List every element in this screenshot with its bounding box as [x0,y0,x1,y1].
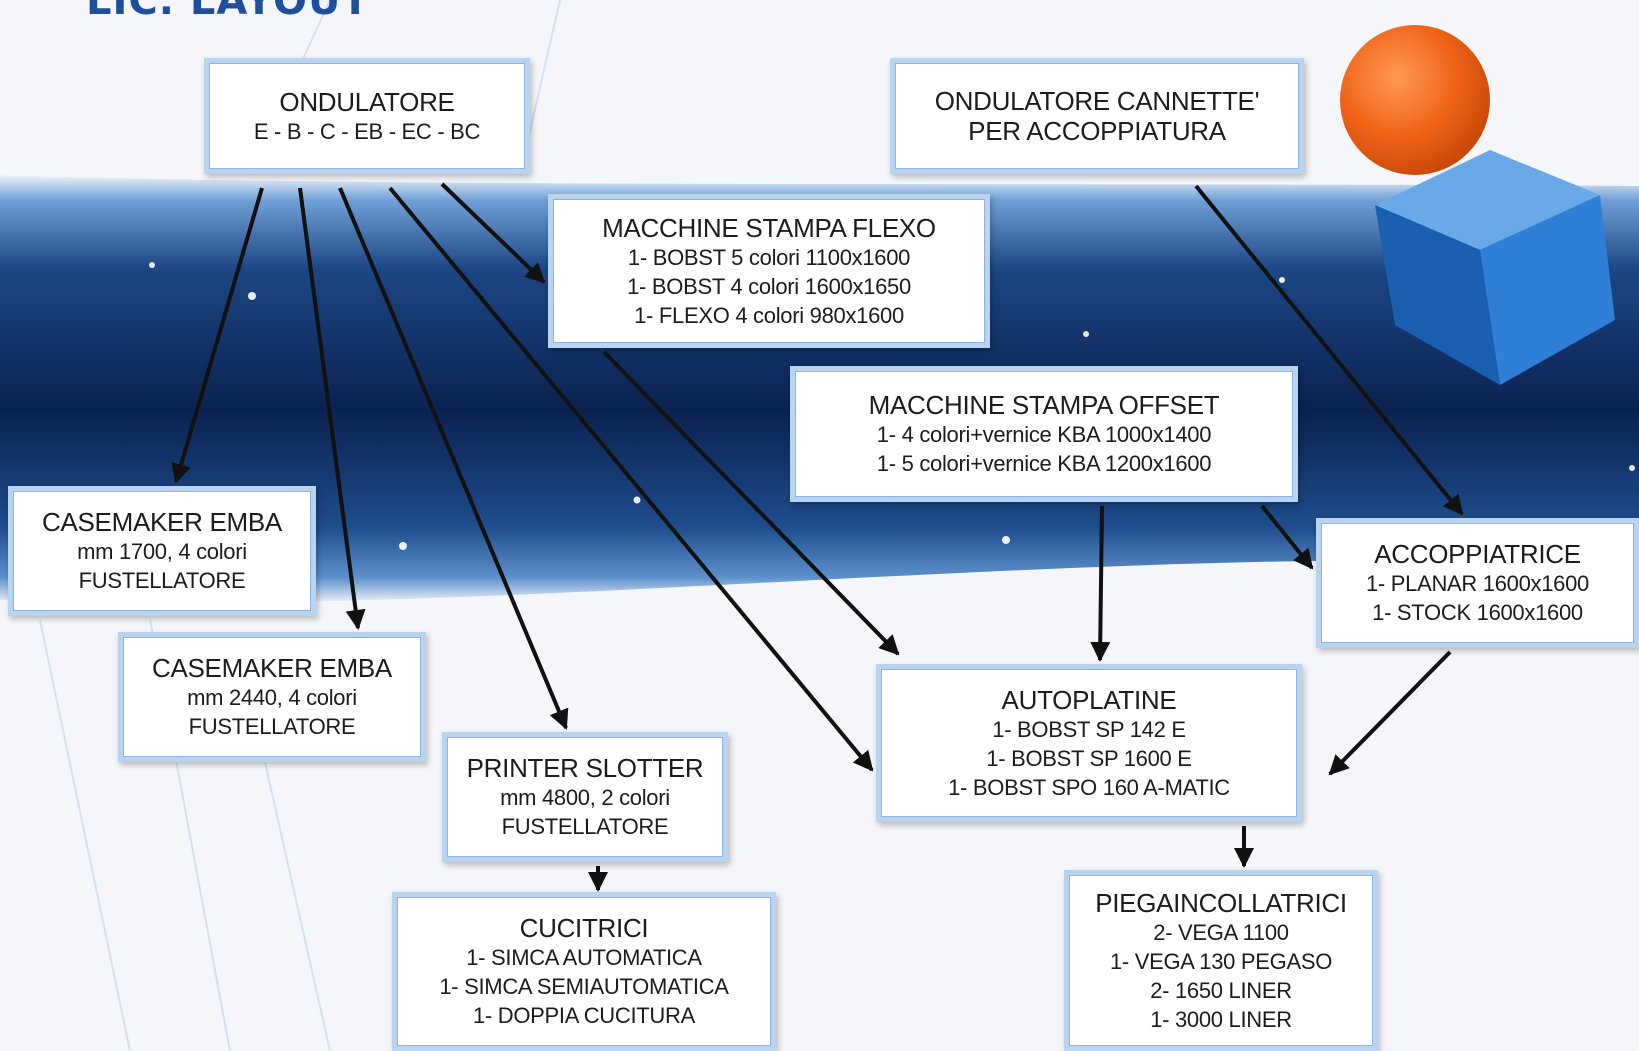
node-title: MACCHINE STAMPA FLEXO [602,212,936,243]
node-line: 1- STOCK 1600x1600 [1372,600,1583,625]
node-line: mm 1700, 4 colori [77,539,247,564]
node-line: 1- 3000 LINER [1150,1006,1292,1032]
node-accoppiatrice: ACCOPPIATRICE 1- PLANAR 1600x1600 1- STO… [1316,518,1639,648]
node-casemaker-2440: CASEMAKER EMBA mm 2440, 4 colori FUSTELL… [118,632,426,762]
node-title: AUTOPLATINE [1001,684,1177,715]
node-flexo: MACCHINE STAMPA FLEXO 1- BOBST 5 colori … [548,194,990,348]
node-line: 1- BOBST 5 colori 1100x1600 [627,244,911,270]
node-title: ONDULATORE CANNETTE' [934,86,1260,116]
node-line: FUSTELLATORE [188,714,356,739]
node-printer-slotter: PRINTER SLOTTER mm 4800, 2 colori FUSTEL… [442,732,728,862]
node-offset: MACCHINE STAMPA OFFSET 1- 4 colori+verni… [790,366,1298,502]
node-title: CUCITRICI [519,913,649,943]
node-line: 1- BOBST 4 colori 1600x1650 [627,273,911,299]
node-title: MACCHINE STAMPA OFFSET [868,390,1220,420]
node-line: 1- VEGA 130 PEGASO [1109,948,1333,974]
node-line: 1- 4 colori+vernice KBA 1000x1400 [876,422,1212,447]
node-ondulatore-cannette: ONDULATORE CANNETTE' PER ACCOPPIATURA [890,58,1304,174]
node-title: PIEGAINCOLLATRICI [1095,887,1347,918]
node-autoplatine: AUTOPLATINE 1- BOBST SP 142 E 1- BOBST S… [876,664,1302,822]
node-title: CASEMAKER EMBA [152,653,392,683]
node-line: FUSTELLATORE [78,568,246,593]
node-line: 2- VEGA 1100 [1153,919,1289,945]
node-line: PER ACCOPPIATURA [968,116,1226,146]
node-line: E - B - C - EB - EC - BC [253,118,481,144]
node-line: 1- BOBST SP 1600 E [986,745,1192,771]
node-casemaker-1700: CASEMAKER EMBA mm 1700, 4 colori FUSTELL… [8,486,316,616]
node-title: ONDULATORE [279,86,455,117]
node-title: CASEMAKER EMBA [42,507,282,537]
node-line: 1- FLEXO 4 colori 980x1600 [634,302,904,328]
node-line: 1- 5 colori+vernice KBA 1200x1600 [876,451,1212,476]
node-line: 1- PLANAR 1600x1600 [1365,571,1589,596]
node-title: PRINTER SLOTTER [466,753,704,783]
node-line: 1- DOPPIA CUCITURA [473,1003,695,1028]
node-line: mm 4800, 2 colori [500,785,670,810]
node-line: 1- BOBST SP 142 E [992,716,1186,742]
node-line: 1- BOBST SPO 160 A-MATIC [948,774,1230,800]
node-line: mm 2440, 4 colori [187,685,357,710]
node-cucitrici: CUCITRICI 1- SIMCA AUTOMATICA 1- SIMCA S… [392,892,776,1051]
node-ondulatore: ONDULATORE E - B - C - EB - EC - BC [204,58,530,174]
node-piegaincollatrici: PIEGAINCOLLATRICI 2- VEGA 1100 1- VEGA 1… [1064,870,1378,1051]
node-title: ACCOPPIATRICE [1374,539,1581,569]
node-line: FUSTELLATORE [501,814,669,839]
sphere-logo [1340,25,1490,175]
node-line: 2- 1650 LINER [1150,977,1292,1003]
node-line: 1- SIMCA AUTOMATICA [466,945,702,970]
page-title: LIC. LAYOUT [86,0,370,24]
node-line: 1- SIMCA SEMIAUTOMATICA [439,974,729,999]
